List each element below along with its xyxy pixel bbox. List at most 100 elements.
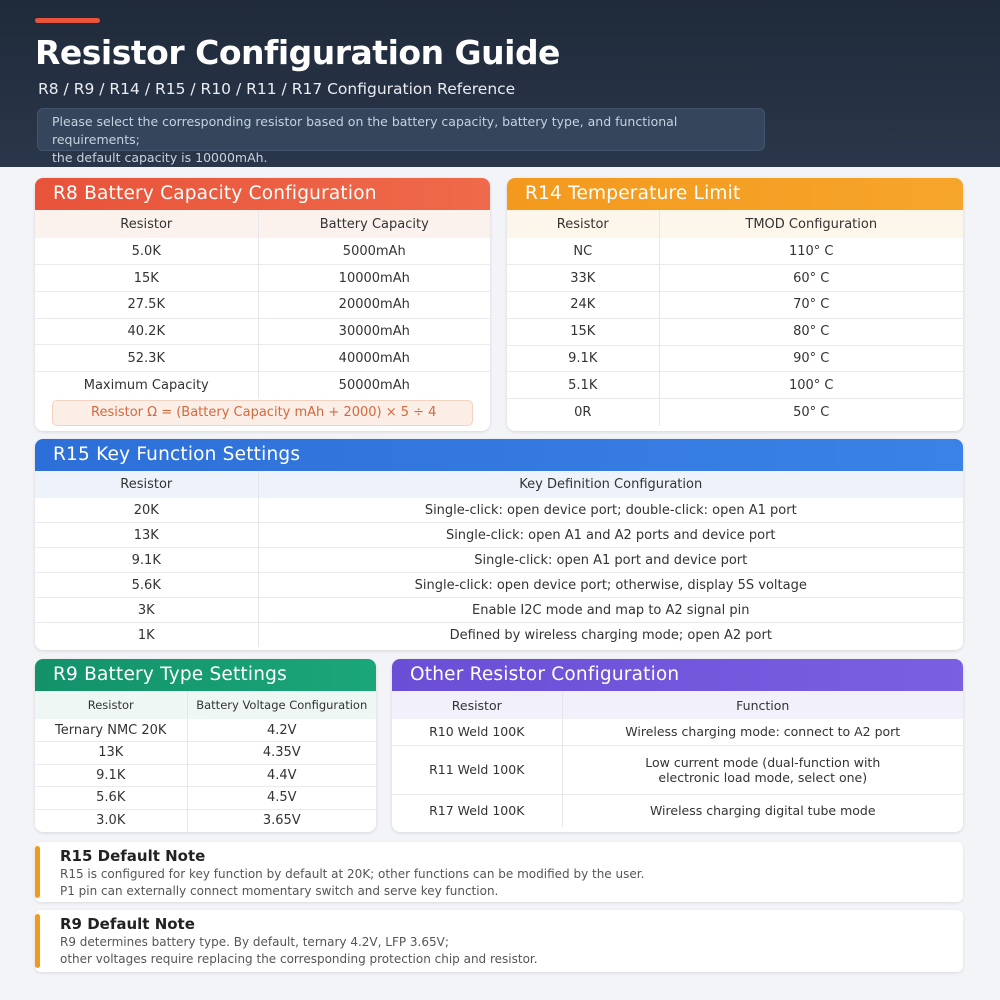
resistor-cell: 3.0K bbox=[35, 809, 188, 832]
value-cell: Single-click: open device port; double-c… bbox=[424, 502, 797, 518]
value-cell: 10000mAh bbox=[338, 270, 410, 286]
table-row: NC 110° C bbox=[507, 238, 963, 265]
card-title: Temperature Limit bbox=[568, 183, 741, 204]
table-row: 0R 50° C bbox=[507, 398, 963, 426]
table-row: 5.1K 100° C bbox=[507, 371, 963, 399]
table-row: 27.5K 20000mAh bbox=[35, 291, 490, 319]
table-row: 24K 70° C bbox=[507, 291, 963, 319]
resistor-cell: 15K bbox=[35, 264, 259, 292]
table-row: 9.1K 4.4V bbox=[35, 764, 376, 787]
card-title: Key Function Settings bbox=[96, 444, 301, 465]
page-subtitle: R8 / R9 / R14 / R15 / R10 / R11 / R17 Co… bbox=[38, 80, 516, 98]
value-cell: 80° C bbox=[793, 324, 830, 340]
note-line: P1 pin can externally connect momentary … bbox=[60, 884, 499, 898]
resistor-cell: 13K bbox=[35, 741, 188, 764]
other-resistor-config-card: Other Resistor Configuration Resistor Fu… bbox=[392, 659, 963, 832]
intro-line: the default capacity is 10000mAh. bbox=[52, 150, 268, 165]
card-header: R9 Battery Type Settings bbox=[35, 659, 376, 691]
card-title: Battery Capacity Configuration bbox=[84, 183, 377, 204]
value-cell: 20000mAh bbox=[338, 297, 410, 313]
column-header: TMOD Configuration bbox=[659, 210, 963, 238]
card-header: R15 Key Function Settings bbox=[35, 439, 963, 471]
table-header-row: Resistor Battery Capacity bbox=[35, 210, 490, 238]
other-table: Resistor Function R10 Weld 100K Wireless … bbox=[392, 691, 963, 827]
card-header: R8 Battery Capacity Configuration bbox=[35, 178, 490, 210]
note-body: R15 is configured for key function by de… bbox=[60, 866, 644, 900]
card-title: Other Resistor Configuration bbox=[410, 664, 680, 685]
resistor-cell: Ternary NMC 20K bbox=[35, 719, 188, 742]
intro-line: Please select the corresponding resistor… bbox=[52, 114, 678, 147]
resistor-cell: 5.1K bbox=[507, 371, 660, 399]
resistor-cell: 33K bbox=[507, 264, 660, 292]
card-code: R14 bbox=[525, 183, 562, 204]
value-cell: Wireless charging digital tube mode bbox=[649, 803, 876, 819]
value-cell: 70° C bbox=[793, 297, 830, 313]
r15-key-function-card: R15 Key Function Settings Resistor Key D… bbox=[35, 439, 963, 650]
column-header: Battery Voltage Configuration bbox=[187, 691, 376, 719]
table-row: Maximum Capacity 50000mAh bbox=[35, 371, 490, 399]
resistor-cell: 40.2K bbox=[35, 318, 259, 345]
resistor-cell: 27.5K bbox=[35, 291, 259, 319]
table-header-row: Resistor Key Definition Configuration bbox=[35, 471, 963, 498]
value-cell: 4.4V bbox=[266, 767, 297, 783]
r14-temperature-limit-card: R14 Temperature Limit Resistor TMOD Conf… bbox=[507, 178, 963, 431]
table-row: 15K 80° C bbox=[507, 318, 963, 346]
value-cell: 30000mAh bbox=[338, 323, 410, 339]
resistor-cell: 0R bbox=[507, 398, 660, 426]
resistor-cell: R11 Weld 100K bbox=[392, 745, 563, 794]
table-row: 40.2K 30000mAh bbox=[35, 318, 490, 345]
column-header: Battery Capacity bbox=[258, 210, 490, 238]
table-header-row: Resistor TMOD Configuration bbox=[507, 210, 963, 238]
resistor-cell: NC bbox=[507, 238, 660, 265]
resistor-cell: 24K bbox=[507, 291, 660, 319]
resistor-cell: 20K bbox=[35, 498, 259, 523]
intro-box: Please select the corresponding resistor… bbox=[37, 108, 765, 165]
value-cell: Single-click: open A1 port and device po… bbox=[474, 552, 748, 568]
value-cell: 110° C bbox=[788, 243, 834, 259]
resistor-cell: R10 Weld 100K bbox=[392, 719, 563, 745]
value-cell: 50000mAh bbox=[338, 377, 410, 393]
resistor-cell: 5.6K bbox=[35, 786, 188, 809]
table-row: 5.6K 4.5V bbox=[35, 786, 376, 809]
card-code: R15 bbox=[53, 444, 90, 465]
column-header: Key Definition Configuration bbox=[258, 471, 963, 498]
resistor-cell: 9.1K bbox=[35, 547, 259, 573]
page-header: Resistor Configuration Guide R8 / R9 / R… bbox=[0, 0, 1000, 167]
resistor-cell: Maximum Capacity bbox=[35, 371, 259, 399]
value-cell: 4.35V bbox=[262, 745, 301, 761]
table-header-row: Resistor Function bbox=[392, 691, 963, 719]
resistor-cell: 5.0K bbox=[35, 238, 259, 265]
column-header: Resistor bbox=[35, 471, 259, 498]
note-line: other voltages require replacing the cor… bbox=[60, 952, 538, 966]
r8-battery-capacity-card: R8 Battery Capacity Configuration Resist… bbox=[35, 178, 490, 431]
table-row: 20K Single-click: open device port; doubl… bbox=[35, 498, 963, 523]
value-cell: 4.5V bbox=[266, 790, 297, 806]
capacity-formula: Resistor Ω = (Battery Capacity mAh + 200… bbox=[52, 400, 473, 427]
table-row: 15K 10000mAh bbox=[35, 264, 490, 292]
value-cell: 90° C bbox=[793, 351, 830, 367]
resistor-cell: 9.1K bbox=[507, 345, 660, 372]
table-row: Ternary NMC 20K 4.2V bbox=[35, 719, 376, 742]
header-accent-bar bbox=[35, 18, 100, 23]
column-header: Resistor bbox=[392, 691, 563, 719]
resistor-cell: 15K bbox=[507, 318, 660, 346]
note-line: R15 is configured for key function by de… bbox=[60, 867, 645, 881]
value-cell: 100° C bbox=[788, 377, 834, 393]
value-cell: 50° C bbox=[793, 404, 830, 420]
card-code: R9 bbox=[53, 664, 79, 685]
resistor-cell: R17 Weld 100K bbox=[392, 794, 563, 827]
page-title: Resistor Configuration Guide bbox=[35, 33, 560, 72]
resistor-cell: 9.1K bbox=[35, 764, 188, 787]
value-cell: Enable I2C mode and map to A2 signal pin bbox=[471, 602, 750, 618]
value-cell: Single-click: open device port; otherwis… bbox=[414, 577, 807, 593]
column-header: Resistor bbox=[35, 210, 259, 238]
note-accent-bar bbox=[35, 914, 40, 968]
value-cell: 4.2V bbox=[266, 722, 297, 738]
r9-battery-type-card: R9 Battery Type Settings Resistor Batter… bbox=[35, 659, 376, 832]
